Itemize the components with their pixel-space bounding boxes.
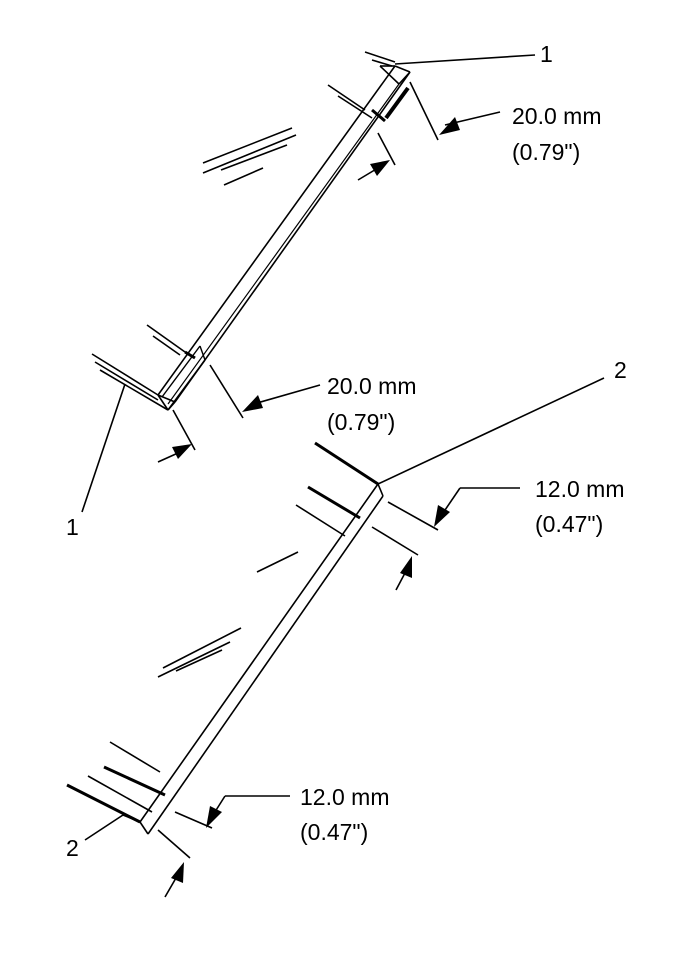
callout-2-top-label: 2 (614, 357, 627, 383)
upper-top-dim-arrow-head (439, 117, 460, 135)
lower-top-dim-imperial: (0.47") (535, 511, 603, 537)
upper-top-dim-imperial: (0.79") (512, 139, 580, 165)
callout-1-bottom: 1 (66, 383, 126, 540)
lower-strip-shading-lines (66, 441, 379, 824)
upper-top-dim-arrow-tail (370, 160, 390, 176)
lower-bottom-dim-arrow-tail (171, 862, 184, 883)
lower-bottom-dim-metric: 12.0 mm (300, 784, 389, 810)
callout-2-top: 2 (377, 357, 627, 485)
upper-bottom-dim-arrow-tail (172, 444, 192, 459)
callout-1-top-label: 1 (540, 41, 553, 67)
upper-trim-strip: 1 1 20.0 mm (0.79") 20.0 mm (0. (66, 41, 601, 540)
lower-bottom-dim-arrow-head (206, 806, 222, 828)
lower-top-dimension: 12.0 mm (0.47") (371, 476, 624, 591)
upper-bottom-dimension: 20.0 mm (0.79") (157, 364, 416, 463)
upper-bottom-dim-imperial: (0.79") (327, 409, 395, 435)
upper-strip-shading-lines (91, 51, 396, 411)
lower-bottom-dim-imperial: (0.47") (300, 819, 368, 845)
callout-2-bottom-label: 2 (66, 835, 79, 861)
lower-top-dim-arrow-tail (400, 556, 412, 578)
lower-top-dim-metric: 12.0 mm (535, 476, 624, 502)
upper-top-dimension: 20.0 mm (0.79") (357, 81, 601, 181)
upper-top-dim-metric: 20.0 mm (512, 103, 601, 129)
lower-strip-body (122, 483, 384, 835)
callout-1-top: 1 (394, 41, 553, 67)
upper-strip-body (157, 65, 411, 411)
callout-2-bottom: 2 (66, 814, 124, 861)
upper-bottom-dim-arrow-head (242, 395, 263, 412)
upper-bottom-dim-metric: 20.0 mm (327, 373, 416, 399)
lower-trim-strip: 2 2 12.0 mm (0.47") 12. (66, 357, 627, 898)
callout-1-bottom-label: 1 (66, 514, 79, 540)
lower-top-dim-arrow-head (434, 505, 450, 527)
lower-bottom-dimension: 12.0 mm (0.47") (157, 784, 389, 898)
